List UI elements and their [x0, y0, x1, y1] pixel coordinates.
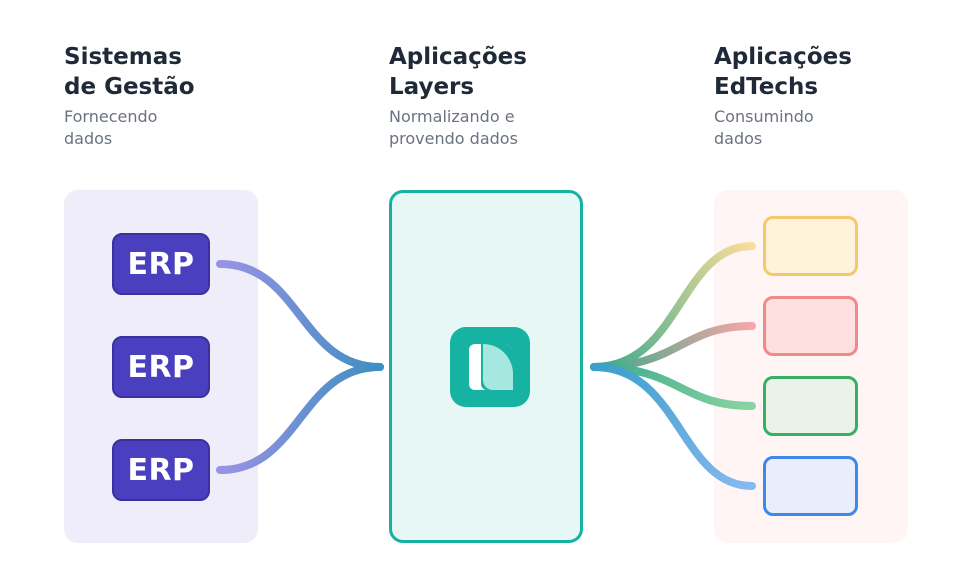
- edtech-app-yellow: [763, 216, 858, 276]
- column-subtitle-edtechs: Consumindo dados: [714, 106, 914, 150]
- subtitle-line: dados: [714, 129, 763, 148]
- erp-label: ERP: [127, 246, 195, 282]
- subtitle-line: Fornecendo: [64, 107, 158, 126]
- edtech-app-blue: [763, 456, 858, 516]
- title-line: EdTechs: [714, 74, 819, 100]
- erp-label: ERP: [127, 452, 195, 488]
- column-title-gestao: Sistemas de Gestão: [64, 42, 284, 102]
- title-line: Sistemas: [64, 44, 182, 70]
- title-line: Aplicações: [389, 44, 527, 70]
- erp-box: ERP: [112, 336, 210, 398]
- subtitle-line: Normalizando e: [389, 107, 515, 126]
- layers-logo-icon: [450, 327, 530, 407]
- flow-app-blue: [590, 363, 756, 490]
- edtech-app-red: [763, 296, 858, 356]
- edtech-app-green: [763, 376, 858, 436]
- column-title-layers: Aplicações Layers: [389, 42, 609, 102]
- column-title-edtechs: Aplicações EdTechs: [714, 42, 934, 102]
- title-line: Aplicações: [714, 44, 852, 70]
- subtitle-line: Consumindo: [714, 107, 814, 126]
- erp-label: ERP: [127, 349, 195, 385]
- column-subtitle-layers: Normalizando e provendo dados: [389, 106, 589, 150]
- column-subtitle-gestao: Fornecendo dados: [64, 106, 264, 150]
- subtitle-line: dados: [64, 129, 113, 148]
- subtitle-line: provendo dados: [389, 129, 518, 148]
- title-line: Layers: [389, 74, 475, 100]
- flow-erp-3: [216, 363, 384, 474]
- flow-erp-1: [216, 260, 384, 371]
- erp-box: ERP: [112, 233, 210, 295]
- title-line: de Gestão: [64, 74, 195, 100]
- erp-box: ERP: [112, 439, 210, 501]
